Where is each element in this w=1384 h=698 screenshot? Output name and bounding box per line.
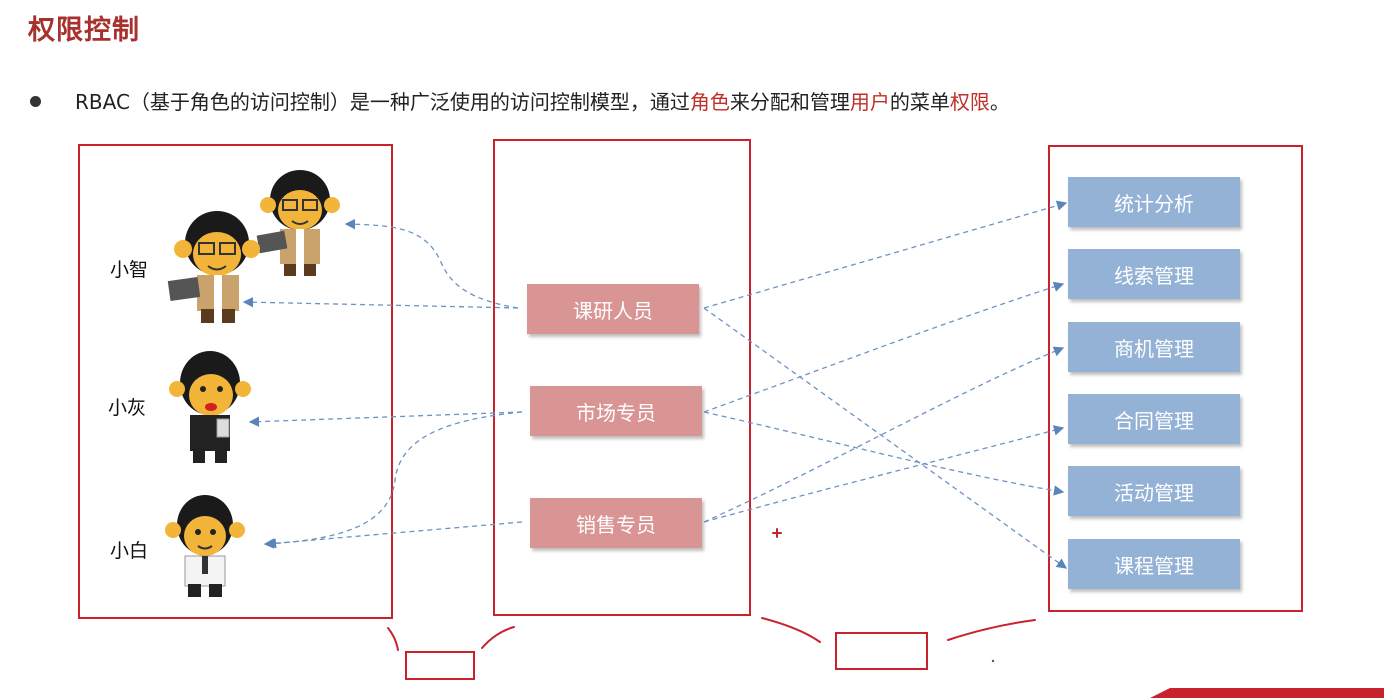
role-box-course-researcher: 课研人员 [527, 284, 699, 334]
user-label-xiaohui: 小灰 [108, 397, 147, 419]
user-label-xiaobai: 小白 [110, 540, 149, 562]
permission-box-courses: 课程管理 [1068, 539, 1240, 589]
role-box-marketing-specialist: 市场专员 [530, 386, 702, 436]
bullet-text: RBAC（基于角色的访问控制）是一种广泛使用的访问控制模型，通过角色来分配和管理… [30, 86, 1010, 115]
arrow-sales-to-xiaobai [265, 521, 523, 549]
monkey-with-laptop-icon [256, 170, 340, 276]
bullet-part-3: 的菜单 [889, 90, 950, 114]
role-box-sales-specialist: 销售专员 [530, 498, 702, 548]
permissions-frame [1048, 145, 1303, 612]
roles-frame [493, 139, 751, 616]
user-label-xiaozhi: 小智 [110, 259, 149, 281]
arrow-researcher-to-xiaozhi-top [344, 218, 519, 309]
page-title: 权限控制 [28, 15, 140, 46]
bullet-part-2: 来分配和管理 [729, 90, 850, 114]
users-frame [78, 144, 393, 619]
monkey-in-shirt-icon [165, 495, 245, 597]
arrow-sales-to-contracts [703, 425, 1065, 523]
arrow-marketing-to-leads [703, 281, 1065, 413]
permission-box-contracts: 合同管理 [1068, 394, 1240, 444]
arrow-researcher-to-courses [703, 307, 1068, 569]
annotation-box-right [835, 632, 928, 670]
monkey-with-phone-icon [169, 351, 251, 463]
arrow-marketing-to-xiaohui [248, 411, 523, 427]
permission-box-activities: 活动管理 [1068, 466, 1240, 516]
permission-box-opportunities: 商机管理 [1068, 322, 1240, 372]
annotation-box-left [405, 651, 475, 680]
permission-box-statistics: 统计分析 [1068, 177, 1240, 227]
bullet-part-1: RBAC（基于角色的访问控制）是一种广泛使用的访问控制模型，通过 [75, 90, 690, 114]
arrow-sales-to-opportunities [703, 346, 1065, 523]
bullet-highlight-user: 用户 [849, 90, 890, 114]
bullet-part-4: 。 [989, 90, 1010, 114]
arrow-marketing-to-xiaobai [263, 411, 523, 549]
bullet-highlight-role: 角色 [689, 90, 730, 114]
bullet-dot [30, 96, 41, 107]
monkey-with-laptop-icon [167, 211, 260, 323]
arrow-researcher-to-xiaozhi [242, 297, 519, 309]
permission-box-leads: 线索管理 [1068, 249, 1240, 299]
arrow-marketing-to-activities [703, 411, 1065, 496]
bullet-highlight-permission: 权限 [949, 90, 990, 114]
